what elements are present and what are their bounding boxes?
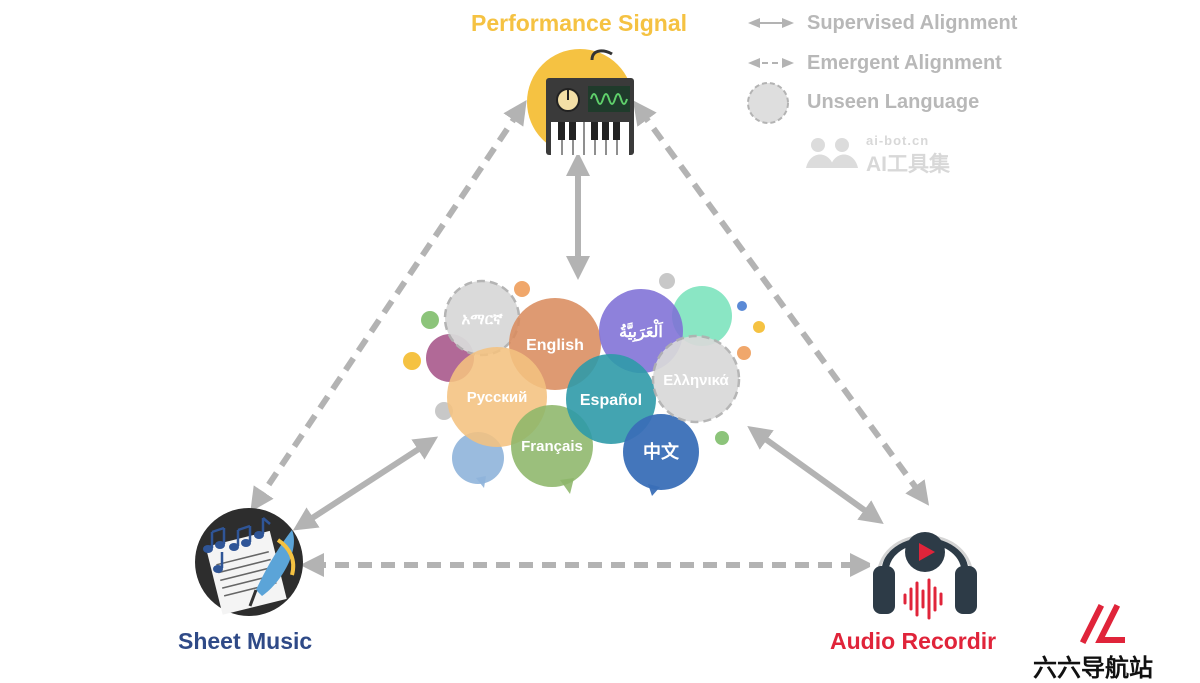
sheet-music-title: Sheet Music [178, 628, 313, 654]
bubble-chinese: 中文 [623, 414, 699, 496]
supervised-arrows [292, 152, 884, 531]
decorative-dots [403, 273, 765, 445]
language-label-russian: Русский [467, 389, 528, 406]
bubble-greek: Ελληνικά [651, 334, 741, 424]
watermark-domain: ai-bot.cn [866, 133, 930, 148]
performance-signal-title: Performance Signal [471, 10, 688, 36]
legend-unseen-circle [747, 82, 789, 124]
performance-signal-icon [527, 49, 634, 155]
sheet-music-icon [195, 508, 303, 616]
legend [747, 18, 794, 124]
bubble-spanish: Español [566, 354, 656, 444]
legend-unseen-label: Unseen Language [807, 91, 980, 113]
bubble-french: Français [511, 405, 593, 494]
bubble-amharic: አማርኛ [443, 279, 521, 357]
arrow-audio-languages [747, 426, 884, 524]
watermark-name: AI工具集 [866, 153, 950, 176]
ai-bot-logo-icon [806, 138, 858, 168]
language-label-amharic: አማርኛ [461, 311, 503, 328]
legend-emergent-label: Emergent Alignment [807, 52, 1002, 74]
audio-recording-title: Audio Recordir [830, 628, 997, 654]
language-label-chinese: 中文 [643, 441, 680, 462]
language-cluster: አማርኛ English اَلْعَرَبِيَّةُ Русский Fra… [426, 279, 741, 496]
bubble-mint [672, 286, 732, 346]
language-label-spanish: Español [580, 392, 642, 409]
arrow-sheet-languages [292, 436, 439, 531]
legend-supervised-label: Supervised Alignment [807, 12, 1018, 34]
audio-recording-icon [870, 510, 980, 620]
watermark-site: 六六导航站 [1033, 655, 1153, 682]
language-label-english: English [526, 337, 584, 354]
liuliu-logo-icon [1079, 603, 1125, 645]
language-label-french: Français [521, 438, 583, 455]
language-label-greek: Ελληνικά [663, 372, 729, 389]
